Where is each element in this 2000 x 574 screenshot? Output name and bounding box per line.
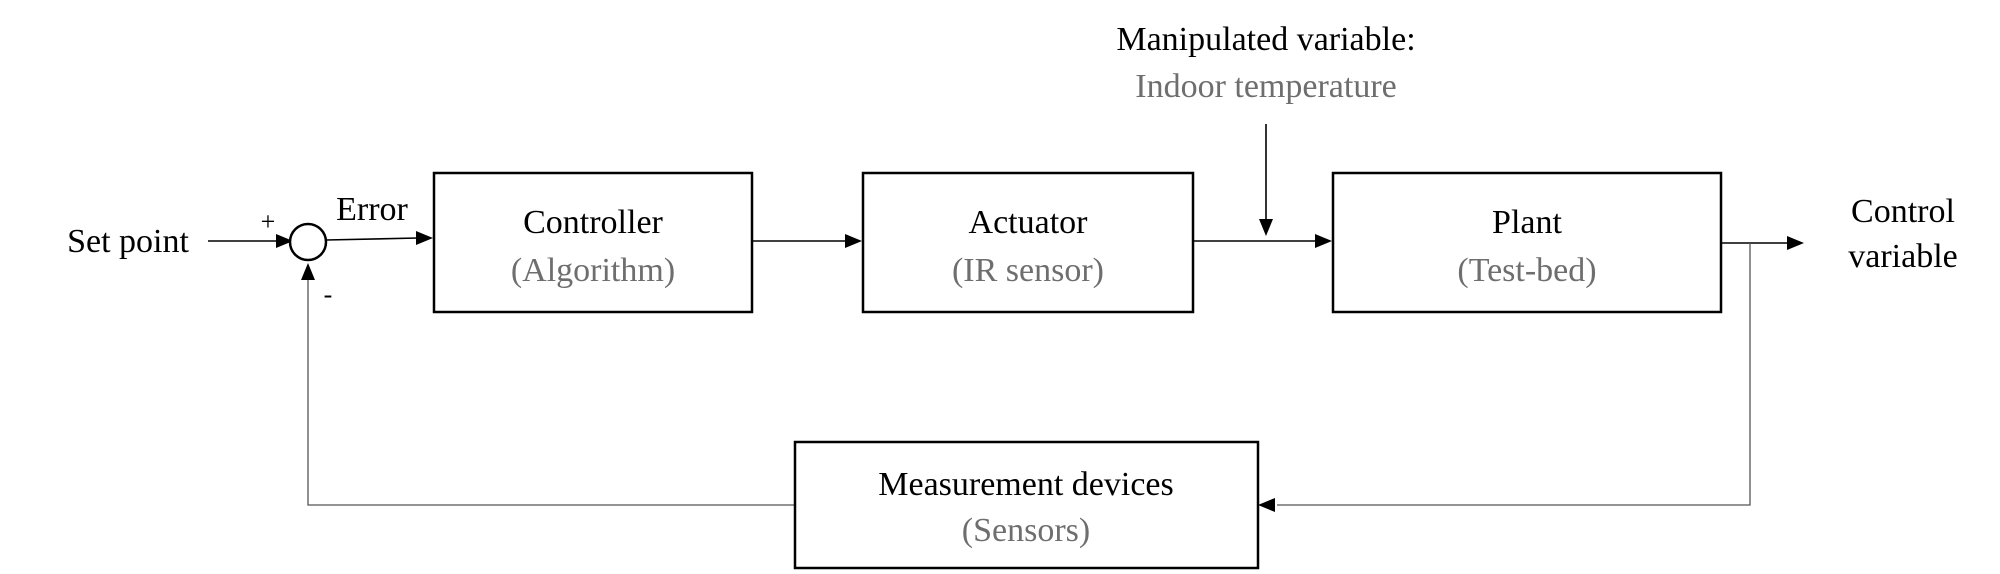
- actuator-subtitle: (IR sensor): [952, 252, 1104, 289]
- error-label: Error: [336, 191, 408, 228]
- summing-junction: [288, 222, 328, 262]
- setpoint-arrow: [208, 234, 293, 248]
- feedback-to-junction-arrow: [301, 263, 795, 506]
- actuator-to-plant-arrow: [1193, 234, 1332, 248]
- actuator-title: Actuator: [969, 204, 1089, 241]
- error-arrow: [325, 231, 433, 245]
- measurement-title: Measurement devices: [878, 466, 1174, 503]
- controller-subtitle: (Algorithm): [511, 252, 675, 289]
- plant-subtitle: (Test-bed): [1457, 252, 1596, 289]
- disturbance-arrow: [1259, 124, 1273, 236]
- measurement-subtitle: (Sensors): [962, 512, 1090, 549]
- output-arrow: [1721, 236, 1804, 250]
- actuator-block: Actuator (IR sensor): [861, 171, 1195, 314]
- control-variable-label-line2: variable: [1848, 238, 1958, 275]
- controller-to-actuator-arrow: [752, 234, 862, 248]
- control-variable-label-line1: Control: [1851, 193, 1955, 230]
- indoor-temperature-label: Indoor temperature: [1135, 68, 1397, 105]
- plant-block: Plant (Test-bed): [1331, 171, 1723, 314]
- plus-sign: +: [261, 207, 276, 236]
- set-point-label: Set point: [67, 223, 189, 260]
- feedback-to-measurement-arrow: [1258, 243, 1751, 512]
- measurement-devices-block: Measurement devices (Sensors): [793, 440, 1260, 570]
- minus-sign: -: [324, 280, 333, 309]
- plant-title: Plant: [1492, 204, 1562, 241]
- manipulated-variable-label: Manipulated variable:: [1116, 21, 1415, 58]
- controller-title: Controller: [523, 204, 663, 241]
- controller-block: Controller (Algorithm): [432, 171, 754, 314]
